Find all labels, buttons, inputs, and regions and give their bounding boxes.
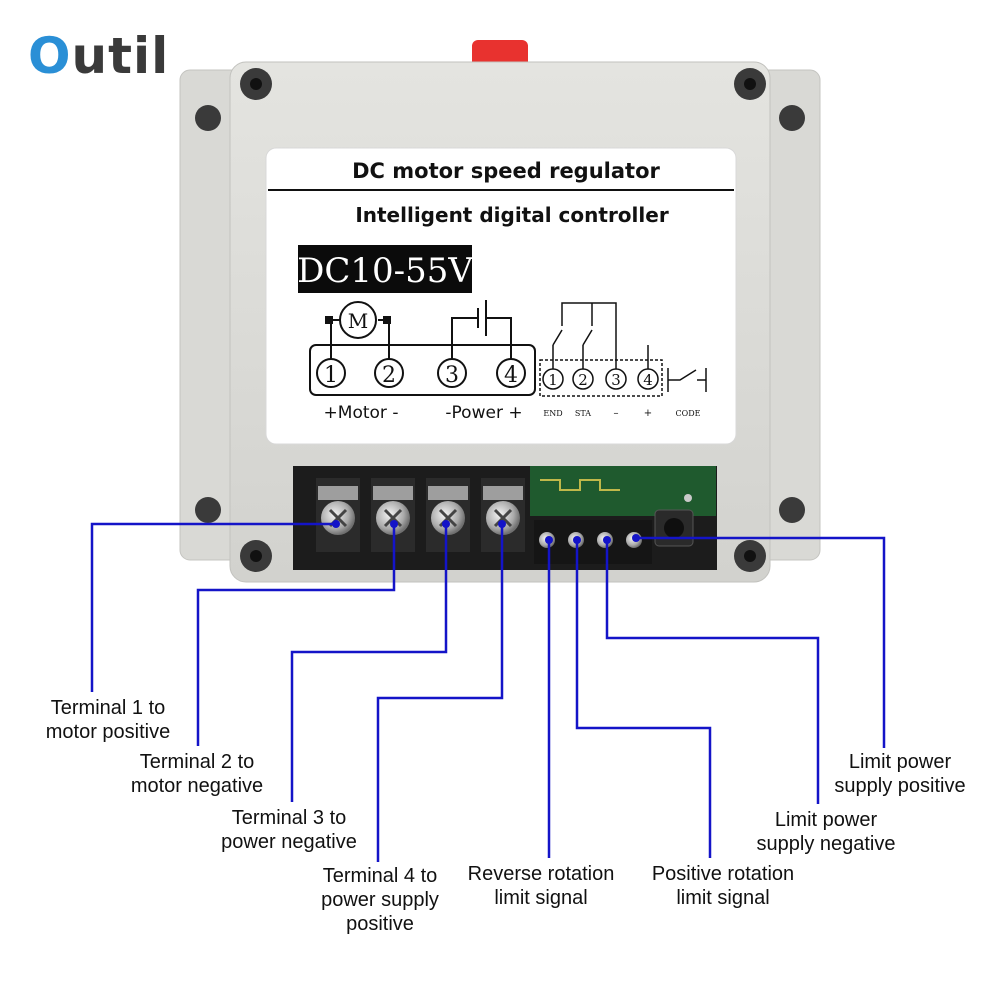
callout-line: Limit power: [848, 751, 952, 773]
signal-label-sta: STA: [575, 409, 591, 418]
terminal-number-2: 2: [382, 363, 396, 388]
callout-terminal-1: Terminal 1 to motor positive: [20, 696, 196, 744]
signal-number-1: 1: [548, 371, 558, 389]
callout-positive-limit: Positive rotation limit signal: [632, 862, 814, 910]
leader-limit-positive: [636, 536, 886, 748]
label-sticker: [265, 147, 737, 445]
callout-line: Positive rotation: [651, 863, 795, 885]
label-subtitle: Intelligent digital controller: [355, 203, 669, 227]
motor-power-schematic: [309, 300, 536, 396]
callout-line: supply negative: [756, 833, 896, 855]
callout-line: Terminal 4 to: [322, 865, 438, 887]
callout-line: Terminal 1 to: [50, 697, 166, 719]
brand-logo: Outil: [28, 27, 170, 85]
callout-line: motor negative: [130, 775, 264, 797]
motor-symbol-letter: M: [348, 309, 368, 333]
signal-label-minus: –: [614, 408, 619, 419]
callout-reverse-limit: Reverse rotation limit signal: [452, 862, 630, 910]
callout-terminal-3: Terminal 3 to power negative: [204, 806, 374, 854]
terminal-number-3: 3: [445, 363, 459, 388]
signal-number-3: 3: [611, 371, 621, 389]
callout-line: Limit power: [774, 809, 878, 831]
limit-signal-schematic: [539, 302, 707, 397]
terminal-number-1: 1: [324, 363, 338, 388]
callout-line: Terminal 2 to: [139, 751, 255, 773]
signal-label-end: END: [543, 409, 562, 418]
callout-line: limit signal: [494, 887, 588, 909]
code-label: CODE: [676, 409, 701, 418]
callout-line: Reverse rotation: [467, 863, 615, 885]
label-title: DC motor speed regulator: [352, 159, 660, 183]
callout-line: power supply: [321, 889, 439, 911]
callout-line: supply positive: [834, 775, 966, 797]
terminal-number-4: 4: [504, 363, 518, 388]
leader-terminal-3: [290, 524, 448, 802]
power-terminals: [316, 478, 525, 552]
leader-terminal-2: [196, 524, 396, 746]
callout-line: motor positive: [45, 721, 171, 743]
voltage-box: [298, 245, 472, 293]
leader-dots: [332, 520, 640, 544]
callout-terminal-4: Terminal 4 to power supply positive: [298, 864, 462, 936]
callout-limit-negative: Limit power supply negative: [738, 808, 914, 856]
callout-line: Terminal 3 to: [231, 807, 347, 829]
leader-positive-limit: [575, 540, 712, 858]
signal-terminals: [534, 520, 652, 564]
callout-limit-positive: Limit power supply positive: [820, 750, 980, 798]
callout-terminal-2: Terminal 2 to motor negative: [112, 750, 282, 798]
pcb-board: [530, 466, 716, 516]
motor-caption: +Motor -: [324, 403, 399, 423]
callout-line: positive: [346, 913, 414, 935]
signal-number-4: 4: [643, 371, 653, 389]
leader-terminal-1: [90, 522, 336, 692]
callout-line: limit signal: [676, 887, 770, 909]
power-caption: -Power +: [445, 403, 522, 423]
callout-line: power negative: [221, 831, 357, 853]
leader-limit-negative: [605, 540, 820, 804]
signal-label-plus: +: [644, 408, 652, 419]
mounting-holes: [195, 68, 805, 572]
signal-number-2: 2: [578, 371, 588, 389]
leader-lines: [90, 522, 886, 862]
leader-terminal-4: [376, 524, 504, 862]
voltage-rating: DC10-55V: [297, 251, 474, 291]
